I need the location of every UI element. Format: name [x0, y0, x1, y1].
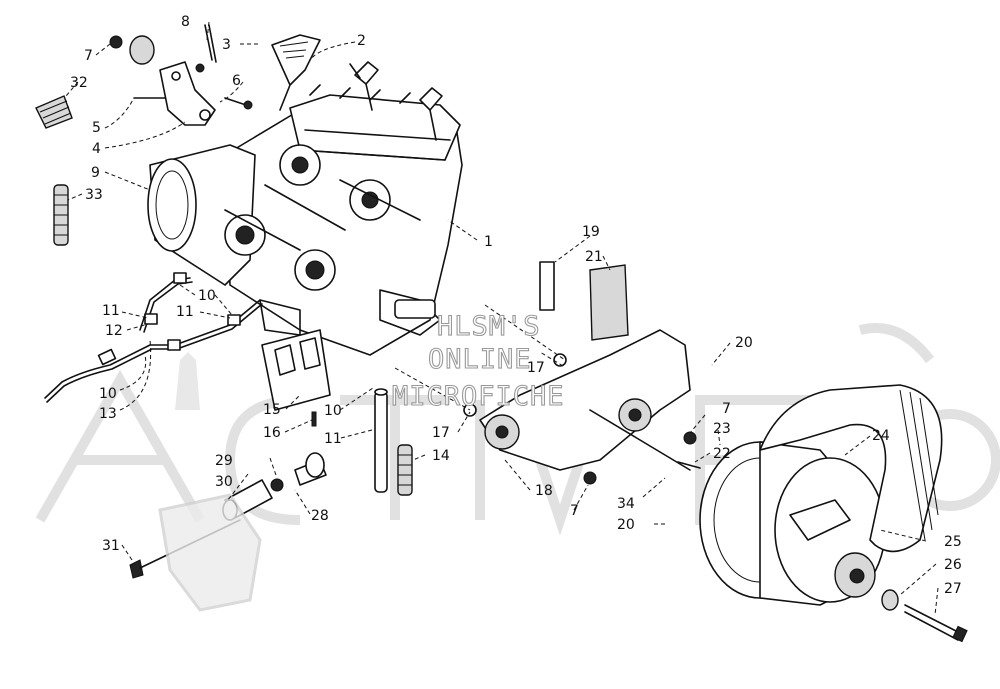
callout-18: 18 — [535, 483, 553, 499]
callout-28: 28 — [311, 508, 329, 524]
callout-4: 4 — [92, 141, 101, 157]
callout-11-left: 11 — [102, 303, 120, 319]
drive-belt — [759, 384, 943, 553]
callout-16: 16 — [263, 425, 281, 441]
callout-3: 3 — [222, 37, 231, 53]
callout-21: 21 — [585, 249, 603, 265]
callout-10-left: 10 — [99, 386, 117, 402]
callout-29: 29 — [215, 453, 233, 469]
mount-fasteners — [129, 452, 327, 612]
svg-text:MICROFICHE: MICROFICHE — [392, 381, 565, 412]
callout-17-top: 17 — [527, 360, 545, 376]
spring-32 — [35, 95, 73, 129]
spring-14 — [397, 444, 413, 496]
callout-20-bottom: 20 — [617, 517, 635, 533]
throttle-lever — [271, 34, 321, 111]
callout-26: 26 — [944, 557, 962, 573]
watermark-text: HLSM'S ONLINE MICROFICHE — [391, 310, 565, 412]
callout-14: 14 — [432, 448, 450, 464]
callout-33: 33 — [85, 187, 103, 203]
oil-lines — [44, 272, 263, 403]
callout-7-top: 7 — [84, 48, 93, 64]
callout-34: 34 — [617, 496, 635, 512]
callout-24: 24 — [872, 428, 890, 444]
rod-11 — [374, 388, 388, 493]
svg-text:HLSM'S: HLSM'S — [437, 311, 541, 342]
callout-13: 13 — [99, 406, 117, 422]
callout-27: 27 — [944, 581, 962, 597]
callout-12: 12 — [105, 323, 123, 339]
leader-lines — [65, 21, 939, 616]
mount-plate — [394, 304, 701, 485]
svg-text:ONLINE: ONLINE — [428, 344, 532, 375]
heat-shield-plate — [539, 261, 629, 341]
oil-pump — [261, 329, 331, 427]
callout-15: 15 — [263, 402, 281, 418]
drive-clutch — [699, 441, 886, 606]
callout-25: 25 — [944, 534, 962, 550]
callout-6: 6 — [232, 73, 241, 89]
callout-22: 22 — [713, 446, 731, 462]
callout-7-right: 7 — [722, 401, 731, 417]
callout-5: 5 — [92, 120, 101, 136]
callout-23: 23 — [713, 421, 731, 437]
callout-11-mid: 11 — [176, 304, 194, 320]
mount-bracket — [109, 35, 253, 126]
throttle-spring — [195, 24, 217, 73]
callout-labels: 1 2 3 4 5 6 7 7 7 8 9 10 10 10 11 11 11 … — [70, 14, 962, 597]
callout-17-bottom: 17 — [432, 425, 450, 441]
callout-19: 19 — [582, 224, 600, 240]
clutch-bolt — [881, 589, 968, 643]
callout-20-top: 20 — [735, 335, 753, 351]
callout-32: 32 — [70, 75, 88, 91]
callout-10-mid: 10 — [324, 403, 342, 419]
callout-8: 8 — [181, 14, 190, 30]
engine-assembly — [147, 61, 463, 356]
callout-31: 31 — [102, 538, 120, 554]
callout-1: 1 — [484, 234, 493, 250]
callout-30: 30 — [215, 474, 233, 490]
callout-10-top: 10 — [198, 288, 216, 304]
callout-9: 9 — [91, 165, 100, 181]
spring-33 — [53, 184, 69, 246]
callout-11-bottom: 11 — [324, 431, 342, 447]
callout-2: 2 — [357, 33, 366, 49]
callout-7-bottom: 7 — [570, 503, 579, 519]
